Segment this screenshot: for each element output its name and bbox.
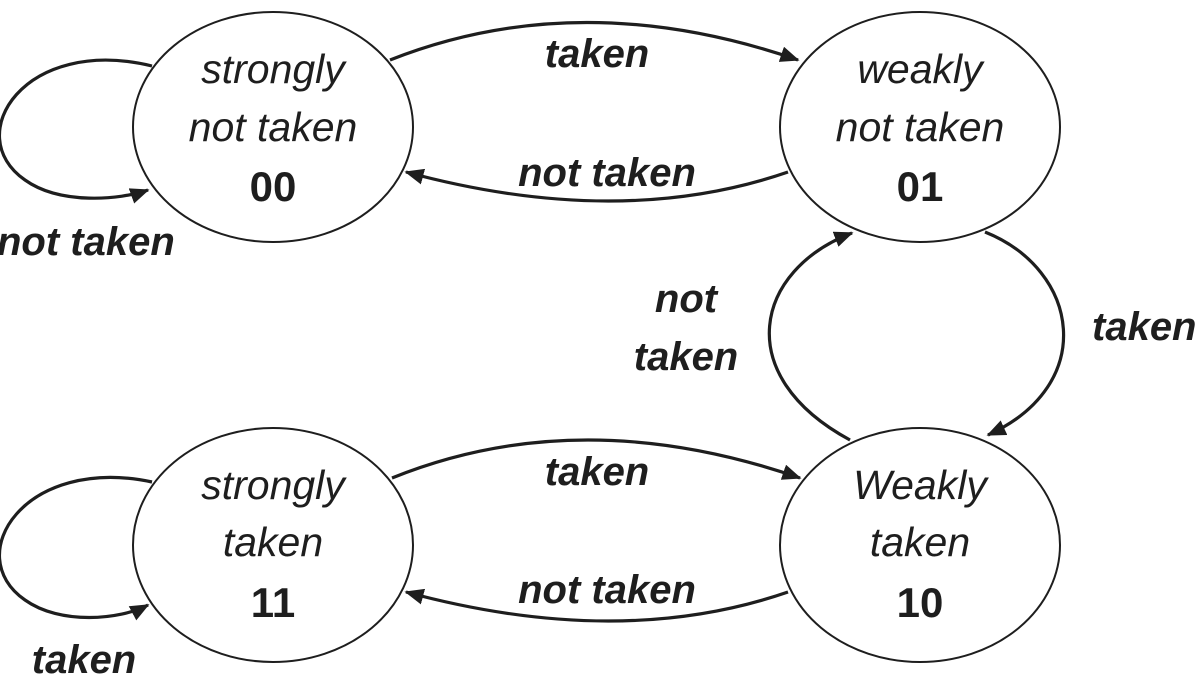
- edge-arc-01-to-00: [404, 168, 789, 203]
- edge-label-10-to-01-line1: not: [655, 277, 719, 321]
- state-11-line2: taken: [223, 519, 323, 565]
- state-10-code: 10: [897, 579, 944, 626]
- edge-label-10-to-01-line2: taken: [634, 335, 739, 379]
- state-01-line1: weakly: [857, 46, 985, 92]
- edge-arc-00-self: [0, 58, 153, 204]
- state-10: Weakly taken 10: [779, 427, 1061, 663]
- edge-label-01-to-00: not taken: [518, 151, 696, 195]
- edge-label-00-self: not taken: [0, 220, 175, 264]
- state-11-code: 11: [251, 579, 295, 626]
- edge-label-11-to-10: taken: [545, 450, 650, 494]
- edge-arc-01-to-10: [984, 230, 1066, 437]
- state-00-line2: not taken: [189, 104, 358, 150]
- state-01-line2: not taken: [836, 104, 1005, 150]
- edge-label-10-to-11: not taken: [518, 568, 696, 612]
- edge-arc-11-to-10: [391, 438, 802, 480]
- edge-arc-10-to-11: [404, 588, 789, 623]
- state-11: strongly taken 11: [132, 427, 414, 663]
- state-00: strongly not taken 00: [132, 11, 414, 243]
- state-00-line1: strongly: [201, 46, 347, 92]
- edge-arc-10-to-01: [767, 231, 854, 442]
- state-00-code: 00: [250, 163, 297, 210]
- edge-arc-11-self: [0, 475, 153, 621]
- state-10-line2: taken: [870, 519, 970, 565]
- edge-label-01-to-10: taken: [1092, 305, 1197, 349]
- state-01: weakly not taken 01: [779, 11, 1061, 243]
- state-01-code: 01: [897, 163, 944, 210]
- edge-label-00-to-01: taken: [545, 32, 650, 76]
- state-10-line1: Weakly: [853, 462, 989, 508]
- edge-arc-00-to-01: [389, 20, 800, 62]
- edge-label-11-self: taken: [32, 638, 137, 675]
- state-11-line1: strongly: [201, 462, 347, 508]
